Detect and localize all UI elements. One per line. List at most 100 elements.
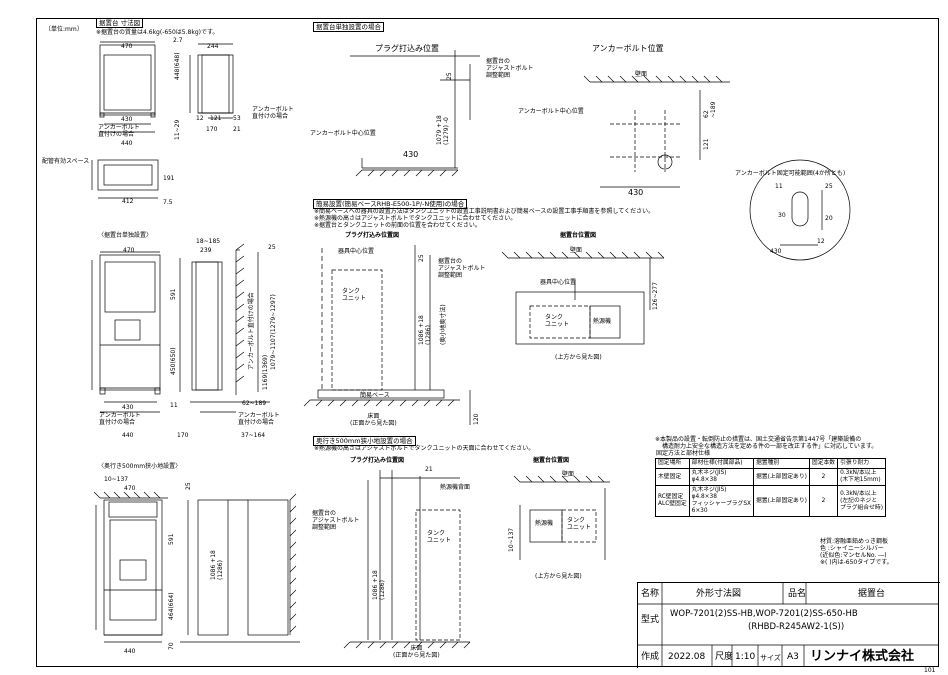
name-label: 名称 — [641, 589, 660, 599]
section1-adjust: 据置台の アジャストボルト 調整範囲 — [486, 58, 534, 79]
section3-top-view: (上方から見た図) — [535, 573, 582, 580]
single-label: 〈据置台単独設置〉 — [98, 232, 153, 239]
spec-cell: 2 — [808, 485, 839, 517]
pipe-space-label: 配管有効スペース — [42, 158, 90, 165]
made-label: 作成 — [641, 652, 660, 662]
dim-12: 12 — [196, 115, 204, 122]
section2-tank-2: タンク ユニット — [545, 314, 570, 328]
size-value: A3 — [787, 652, 799, 662]
size-label: サイズ — [760, 654, 781, 662]
spec-cell: 木壁固定 — [655, 468, 690, 486]
section3-note: ※熱源機の高さはアジャストボルトでタンクユニットの天面に合わせてください。 — [314, 445, 535, 452]
section2-tank: タンク ユニット — [342, 288, 367, 302]
title-block: 名称 外形寸法図 品名 据置台 型式 WOP-7201(2)SS-HB,WOP-… — [637, 582, 940, 668]
section2-120: 120 — [473, 413, 480, 425]
section2-no-adj: (奥小地奥寸法) — [440, 304, 447, 345]
single-1169: 1169(1369) — [262, 354, 269, 390]
single-1079: 1079~1107(1279~1297) — [270, 294, 277, 370]
table-row: 木壁固定 丸木ネジ(JIS) φ4.8×38 据置(上部固定あり) 2 0.3k… — [655, 468, 886, 486]
single-170: 170 — [177, 432, 189, 439]
section3-floor: 床面 (正面から見た図) — [393, 645, 440, 659]
section2-plug-title: プラグ打込み位置図 — [345, 232, 400, 239]
section3-tank-2: タンク ユニット — [567, 517, 592, 531]
section1-11: 11 — [775, 183, 783, 190]
single-anchor-direct-2: アンカーボルト 直付けの場合 — [238, 412, 280, 426]
dim-470: 470 — [121, 43, 133, 50]
company-name: リンナイ株式会社 — [810, 649, 915, 664]
anchor-direct-2: アンカーボルト 直付けの場合 — [252, 106, 294, 120]
section2-title: 簡易設置(簡易ベースRHB-E500-1P/-N使用)の場合 — [313, 199, 468, 209]
spec-header: 固定場所 — [655, 458, 690, 469]
spec-caption: 固定方法と部材仕様 — [656, 450, 711, 457]
single-440: 440 — [122, 432, 134, 439]
section1-25b: 25 — [825, 183, 833, 190]
spec-cell: 2 — [808, 468, 839, 486]
model-value-2: (RHBD-R245AW2-1(S)) — [748, 622, 845, 632]
deep-25: 25 — [185, 482, 192, 490]
weight-note: ※据置台の質量は4.6kg(-650は5.8kg)です。 — [96, 29, 219, 36]
dim-440: 440 — [121, 140, 133, 147]
section1-430b: 430 — [628, 188, 644, 197]
section1-12: 12 — [817, 238, 825, 245]
dim-448: 448(648) — [174, 52, 181, 80]
name-value: 外形寸法図 — [696, 589, 742, 599]
scale-label: 尺度 — [715, 652, 734, 662]
section1-62: 62 ~189 — [703, 101, 717, 118]
deep-470: 470 — [124, 485, 136, 492]
dim-121: 121 — [210, 115, 222, 122]
dim-11-29: 11~29 — [174, 119, 181, 140]
section2-device-center-2: 器具中心位置 — [540, 279, 577, 286]
item-label: 品名 — [788, 589, 807, 599]
spec-cell: 丸木ネジ(JIS) φ4.8×38 — [688, 468, 755, 486]
spec-cell: 丸木ネジ(JIS) φ4.8×38 フィッシャープラグSX 6×30 — [688, 485, 755, 517]
section3-wall: 壁面 — [562, 471, 575, 478]
section2-floor-title: 据置台位置図 — [560, 232, 597, 239]
spec-note-1: ※本製品の設置・転倒防止の措置は、国土交通省告示第1447号「建築設備の — [655, 436, 862, 443]
spec-material: 材質:溶融亜鉛めっき鋼板 — [820, 538, 889, 545]
section2-note-2: ※熱源機の高さはアジャストボルトでタンクユニットに合わせてください。 — [314, 215, 517, 222]
section3-10-137: 10~137 — [508, 527, 515, 552]
deep-70: 70 — [168, 642, 175, 650]
section3-21: 21 — [425, 466, 433, 473]
section2-note-3: ※据置台とタンクユニットの前面の位置を合わせてください。 — [314, 222, 481, 229]
section1-30: 30 — [778, 212, 786, 219]
section1-fix-range: アンカーボルト固定可能範囲(4か所とも) — [735, 170, 846, 177]
dim-2-7: 2.7 — [173, 37, 183, 44]
spec-header: 部材仕様(付属部品) — [688, 458, 755, 469]
section1-anchor-title: アンカーボルト位置 — [592, 44, 664, 53]
dim-430: 430 — [121, 116, 133, 123]
section2-base: 簡易ベース — [360, 392, 390, 399]
spec-cell: 据置(上部固定あり) — [753, 468, 810, 486]
spec-header: 据置種別 — [753, 458, 810, 469]
section1-25: 25 — [446, 72, 453, 80]
model-value-1: WOP-7201(2)SS-HB,WOP-7201(2)SS-650-HB — [670, 609, 858, 619]
section1-plug-title: プラグ打込み位置 — [375, 44, 439, 53]
dim-53: 53 — [233, 115, 241, 122]
anchor-direct-1: アンカーボルト 直付けの場合 — [98, 124, 140, 138]
single-62-189: 62~189 — [242, 400, 267, 407]
spec-note-2: 構造耐力上安全な構造方法を定める件の一部を改正する件」に対応しています。 — [662, 443, 878, 450]
table-row: RC壁固定 ALC壁固定 丸木ネジ(JIS) φ4.8×38 フィッシャープラグ… — [655, 485, 886, 517]
section3-plug-title: プラグ打込み位置図 — [350, 457, 405, 464]
section2-note-1: ※簡易ベースへの器具の設置方法はタンクユニットの設置工事説明書および簡易ベースの… — [314, 208, 655, 215]
spec-cell: 0.3kN/本以上 (左記のネジと プラグ組合せ時) — [837, 485, 886, 517]
dim-21: 21 — [233, 126, 241, 133]
single-450: 450(650) — [170, 347, 177, 375]
spec-cell: 0.3kN/本以上 (木下地15mm) — [837, 468, 886, 486]
dims-title: 据置台 寸法図 — [96, 18, 144, 28]
section3-tank: タンク ユニット — [427, 530, 452, 544]
section1-20: 20 — [825, 215, 833, 222]
section2-adjust: 据置台の アジャストボルト 調整範囲 — [438, 258, 486, 279]
section2-device-center: 器具中心位置 — [338, 248, 375, 255]
section1-1079: 1079 +18 (1279) -0 — [436, 115, 450, 145]
single-591: 591 — [170, 288, 177, 300]
dim-191: 191 — [163, 175, 175, 182]
spec-cell: RC壁固定 ALC壁固定 — [655, 485, 690, 517]
single-anchor-direct-1: アンカーボルト 直付けの場合 — [99, 412, 141, 426]
deep-1086: 1086 +18 (1286) — [210, 550, 224, 580]
spec-header: 固定本数 — [808, 458, 839, 469]
section2-25: 25 — [418, 254, 425, 262]
section1-anchor-center: アンカーボルト中心位置 — [310, 130, 376, 137]
page-number: 101 — [924, 667, 936, 674]
